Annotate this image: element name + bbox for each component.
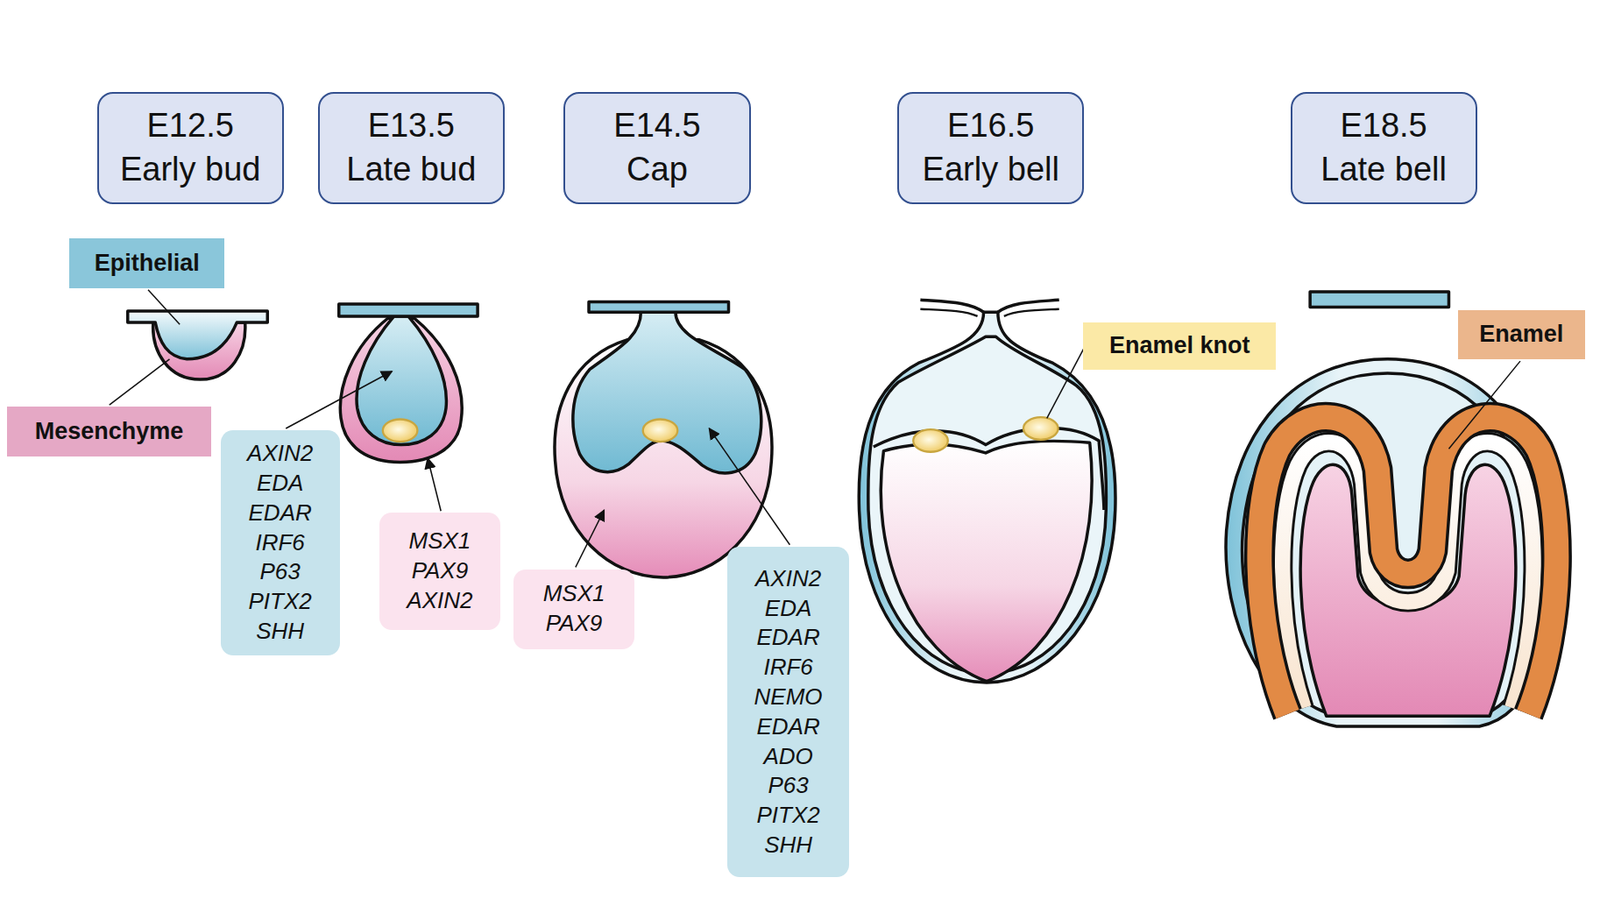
gene-name: NEMO xyxy=(754,682,823,713)
gene-name: P63 xyxy=(260,557,301,588)
stage-label: E12.5 xyxy=(147,104,234,148)
tissue-name: Mesenchyme xyxy=(35,417,185,446)
gene-name: PITX2 xyxy=(756,800,820,831)
gene-name: MSX1 xyxy=(409,526,472,557)
gene-list: MSX1PAX9 xyxy=(513,569,636,650)
gene-name: P63 xyxy=(767,771,808,801)
leader-line xyxy=(109,359,170,405)
gene-name: IRF6 xyxy=(763,652,813,683)
stage-label: Late bell xyxy=(1320,148,1447,192)
leader-line xyxy=(1448,361,1520,449)
gene-name: AXIN2 xyxy=(755,564,822,595)
stage-label: E16.5 xyxy=(947,104,1034,148)
gene-name: PITX2 xyxy=(248,587,312,617)
tissue-label: Epithelial xyxy=(69,238,225,289)
gene-list: AXIN2EDAEDARIRF6P63PITX2SHH xyxy=(220,430,340,655)
stage-box: E14.5Cap xyxy=(563,92,751,205)
early-bell-figure xyxy=(858,299,1116,683)
stage-box: E18.5Late bell xyxy=(1290,92,1478,205)
early-bud-figure xyxy=(127,311,269,380)
tissue-label: Mesenchyme xyxy=(7,406,212,457)
gene-name: MSX1 xyxy=(543,579,606,609)
stage-label: Late bud xyxy=(346,148,476,192)
late-bud-figure xyxy=(339,304,478,462)
gene-name: SHH xyxy=(255,616,305,647)
pointer-arrow xyxy=(575,509,605,567)
leader-line xyxy=(148,290,180,326)
gene-name: PAX9 xyxy=(411,556,469,587)
stage-box: E16.5Early bell xyxy=(897,92,1084,205)
gene-name: EDA xyxy=(256,468,304,499)
gene-name: AXIN2 xyxy=(247,438,313,469)
stage-box: E13.5Late bud xyxy=(318,92,505,205)
pointer-arrow xyxy=(427,458,441,512)
tissue-name: Enamel xyxy=(1479,320,1564,348)
tissue-name: Enamel knot xyxy=(1109,332,1251,360)
gene-name: EDA xyxy=(764,594,812,624)
stage-label: E13.5 xyxy=(368,104,455,148)
gene-name: EDAR xyxy=(248,498,312,529)
stage-label: Cap xyxy=(626,148,688,192)
gene-name: IRF6 xyxy=(254,528,305,559)
gene-list: MSX1PAX9AXIN2 xyxy=(379,512,500,631)
gene-name: AXIN2 xyxy=(406,586,473,616)
pointer-arrow xyxy=(708,428,790,546)
gene-name: EDAR xyxy=(756,712,820,743)
pointer-arrow xyxy=(285,371,392,429)
stage-label: Early bell xyxy=(922,148,1060,192)
tissue-label: Enamel xyxy=(1458,310,1586,360)
gene-name: PAX9 xyxy=(545,608,603,639)
gene-name: SHH xyxy=(764,830,813,861)
tissue-name: Epithelial xyxy=(94,249,200,277)
gene-name: EDAR xyxy=(756,623,820,653)
gene-list: AXIN2EDAEDARIRF6NEMOEDARADOP63PITX2SHH xyxy=(727,546,850,878)
cap-figure xyxy=(554,302,772,578)
gene-name: ADO xyxy=(763,742,813,772)
leader-line xyxy=(1047,348,1084,418)
tissue-label: Enamel knot xyxy=(1083,322,1276,370)
stage-label: E18.5 xyxy=(1339,104,1427,148)
stage-label: E14.5 xyxy=(613,104,701,148)
stage-label: Early bud xyxy=(120,148,262,192)
stage-box: E12.5Early bud xyxy=(97,92,284,205)
